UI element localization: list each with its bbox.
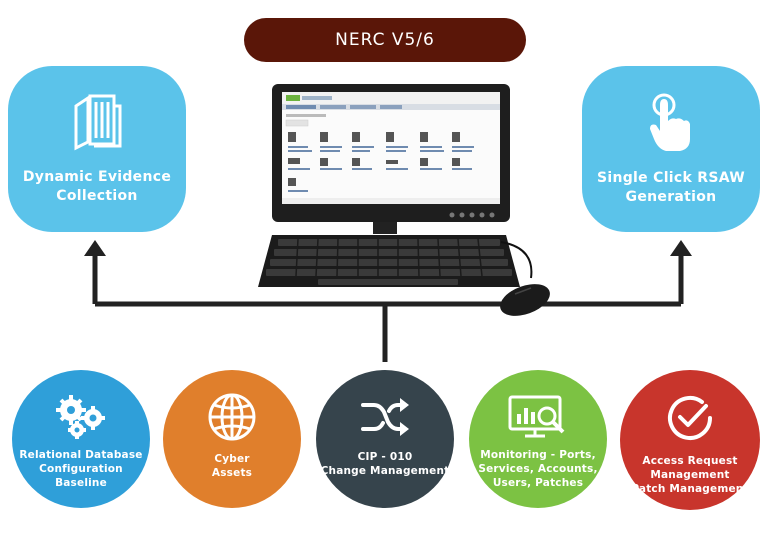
monitor-bezel-bottom <box>276 206 506 218</box>
page-title: NERC V5/6 <box>244 18 526 62</box>
mouse-icon <box>500 241 550 316</box>
monitor-stand <box>373 222 397 234</box>
check-circle-icon <box>668 396 712 440</box>
single-click-rsaw-card: Single Click RSAW Generation <box>582 66 760 232</box>
dynamic-evidence-label: Dynamic Evidence Collection <box>22 169 172 204</box>
relational-database-circle: Relational Database Configuration Baseli… <box>12 370 150 508</box>
cyber-assets-label: Cyber Assets <box>211 453 253 479</box>
shuffle-icon <box>361 398 409 436</box>
monitor-screen <box>282 92 500 204</box>
single-click-rsaw-label: Single Click RSAW Generation <box>596 170 745 205</box>
document-pages-icon <box>74 94 122 151</box>
gears-icon <box>56 395 105 439</box>
cip-010-label: CIP - 010 Change Management <box>320 451 450 477</box>
relational-database-label: Relational Database Configuration Baseli… <box>19 449 143 489</box>
keyboard-icon <box>258 235 520 287</box>
arrow-up-right-icon <box>670 240 692 256</box>
tap-finger-icon <box>650 93 690 151</box>
monitoring-label: Monitoring - Ports, Services, Accounts, … <box>478 449 598 489</box>
access-request-label: Access Request Management Patch Manageme… <box>631 455 749 495</box>
globe-icon <box>208 393 256 441</box>
access-request-circle: Access Request Management Patch Manageme… <box>620 370 760 510</box>
dynamic-evidence-collection-card: Dynamic Evidence Collection <box>8 66 186 232</box>
cip-010-circle: CIP - 010 Change Management <box>316 370 454 508</box>
arrow-up-left-icon <box>84 240 106 256</box>
cyber-assets-circle: Cyber Assets <box>163 370 301 508</box>
monitor-analytics-icon <box>508 395 565 438</box>
monitoring-circle: Monitoring - Ports, Services, Accounts, … <box>469 370 607 508</box>
